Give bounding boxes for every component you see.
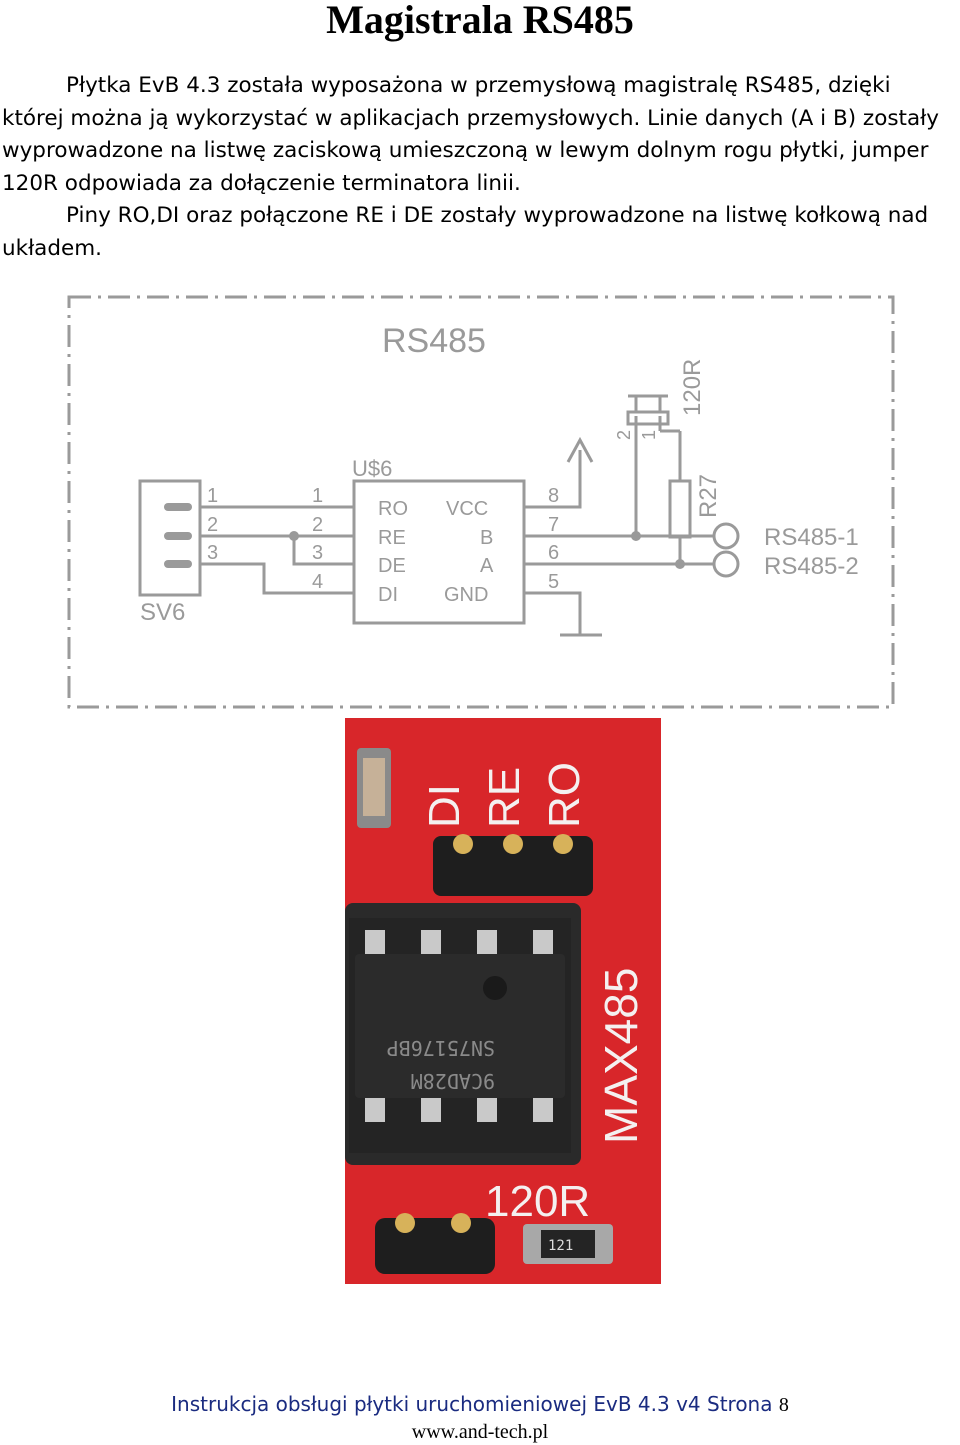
chip-line-1: SN75176BP (387, 1036, 495, 1060)
terminal-1-label: RS485-1 (764, 524, 859, 551)
page-title: Magistrala RS485 (326, 0, 634, 42)
svg-text:2: 2 (312, 514, 323, 536)
paragraph-intro: Płytka EvB 4.3 została wyposażona w prze… (2, 73, 939, 196)
header-label-di: DI (420, 784, 469, 828)
jumper-pin-2: 2 (614, 430, 634, 440)
footer-line: Instrukcja obsługi płytki uruchomieniowe… (171, 1392, 789, 1416)
jumper-120r (626, 410, 670, 426)
jumper-label-photo: 120R (485, 1177, 590, 1226)
jumper-label: 120R (679, 359, 706, 416)
chip-line-2: 9CAD28M (411, 1069, 495, 1093)
footer-url: www.and-tech.pl (411, 1421, 549, 1443)
svg-text:8: 8 (548, 485, 559, 507)
page-number: 8 (778, 1394, 789, 1416)
ic-pin-re: RE (378, 527, 406, 549)
resistor-r27 (668, 479, 692, 539)
header-label-ro: RO (540, 762, 589, 828)
ic-pin-ro: RO (378, 498, 408, 520)
ic-pin-b: B (480, 527, 493, 549)
connector-pin-1: 1 (207, 485, 218, 507)
board-photo: DI RE RO SN75176BP 9CAD28M MAX485 120R 1… (345, 718, 661, 1284)
ic-pin-di: DI (378, 584, 398, 606)
header-label-re: RE (480, 767, 529, 828)
ic-chip (355, 954, 565, 1098)
ic-pin-gnd: GND (444, 584, 488, 606)
terminal-2-label: RS485-2 (764, 553, 859, 580)
ic-pin-vcc: VCC (446, 498, 488, 520)
connector-label: SV6 (140, 599, 185, 626)
ic-pin-a: A (480, 555, 494, 577)
jumper-pin-1: 1 (639, 430, 659, 440)
svg-text:5: 5 (548, 571, 559, 593)
connector-sv6 (138, 479, 202, 597)
terminal-1 (712, 522, 740, 550)
terminal-2 (712, 550, 740, 578)
svg-text:3: 3 (312, 542, 323, 564)
schematic-title: RS485 (382, 322, 486, 360)
paragraph-pins: Piny RO,DI oraz połączone RE i DE został… (2, 203, 929, 261)
ic-pin-de: DE (378, 555, 406, 577)
svg-text:1: 1 (312, 485, 323, 507)
svg-text:6: 6 (548, 542, 559, 564)
connector-pin-2: 2 (207, 514, 218, 536)
svg-text:7: 7 (548, 514, 559, 536)
ic-body (352, 479, 526, 625)
board-label-max485: MAX485 (595, 968, 647, 1144)
ic-name: U$6 (352, 456, 392, 481)
rs485-schematic: RS485 SV6 1 2 3 U$6 1 2 3 4 RO RE DE DI … (67, 295, 895, 709)
resistor-label: R27 (695, 474, 722, 518)
resistor-code: 121 (548, 1238, 573, 1254)
svg-text:4: 4 (312, 571, 323, 593)
connector-pin-3: 3 (207, 542, 218, 564)
schematic-frame (67, 295, 895, 709)
